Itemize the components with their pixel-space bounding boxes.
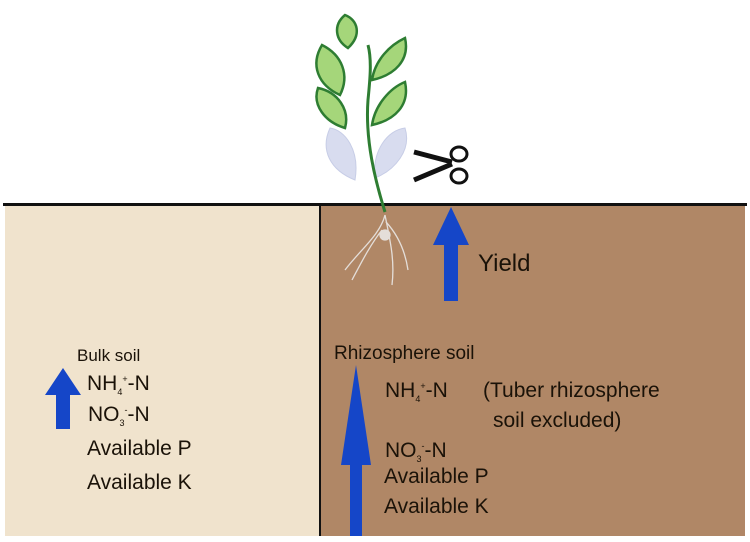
nh4-suffix: -N — [127, 372, 150, 395]
no3-sub: 3 — [119, 418, 125, 429]
nh4-base: NH — [385, 379, 416, 402]
nh4-sub: 4 — [415, 394, 421, 405]
panel-divider — [319, 206, 321, 536]
bulk-nh4: NH4 +-N — [87, 372, 150, 397]
bulk-increase-arrow-icon — [45, 368, 81, 429]
rhizo-no3: NO3 --N — [385, 439, 447, 464]
bulk-available-k: Available K — [87, 471, 192, 494]
yield-increase-arrow-icon — [433, 207, 469, 301]
nh4-sub: 4 — [117, 387, 123, 398]
rhizo-note-line2: soil excluded) — [493, 409, 622, 432]
bulk-soil-panel — [5, 206, 319, 536]
rhizo-available-k: Available K — [384, 495, 489, 518]
yield-label: Yield — [478, 250, 531, 277]
no3-base: NO — [385, 439, 417, 462]
no3-suffix: -N — [424, 439, 447, 462]
rhizosphere-increase-arrow-icon — [341, 365, 371, 536]
no3-sup: - — [124, 405, 128, 415]
ground-line — [3, 203, 747, 206]
rhizo-available-p: Available P — [384, 465, 489, 488]
no3-sub: 3 — [416, 454, 422, 465]
plant-icon — [315, 13, 409, 286]
rhizo-note-line1: (Tuber rhizosphere — [483, 379, 660, 402]
rhizosphere-soil-title: Rhizosphere soil — [334, 343, 475, 364]
nh4-sup: + — [122, 374, 128, 384]
bulk-soil-title: Bulk soil — [77, 346, 141, 365]
rhizosphere-soil-panel — [321, 206, 745, 536]
bulk-no3: NO3 --N — [88, 403, 150, 428]
nh4-sup: + — [420, 381, 426, 391]
no3-base: NO — [88, 403, 120, 426]
nh4-base: NH — [87, 372, 118, 395]
bulk-available-p: Available P — [87, 437, 192, 460]
no3-suffix: -N — [127, 403, 150, 426]
scissors-icon — [413, 145, 469, 185]
nh4-suffix: -N — [425, 379, 448, 402]
no3-sup: - — [421, 441, 425, 451]
rhizo-nh4: NH4 +-N — [385, 379, 448, 404]
